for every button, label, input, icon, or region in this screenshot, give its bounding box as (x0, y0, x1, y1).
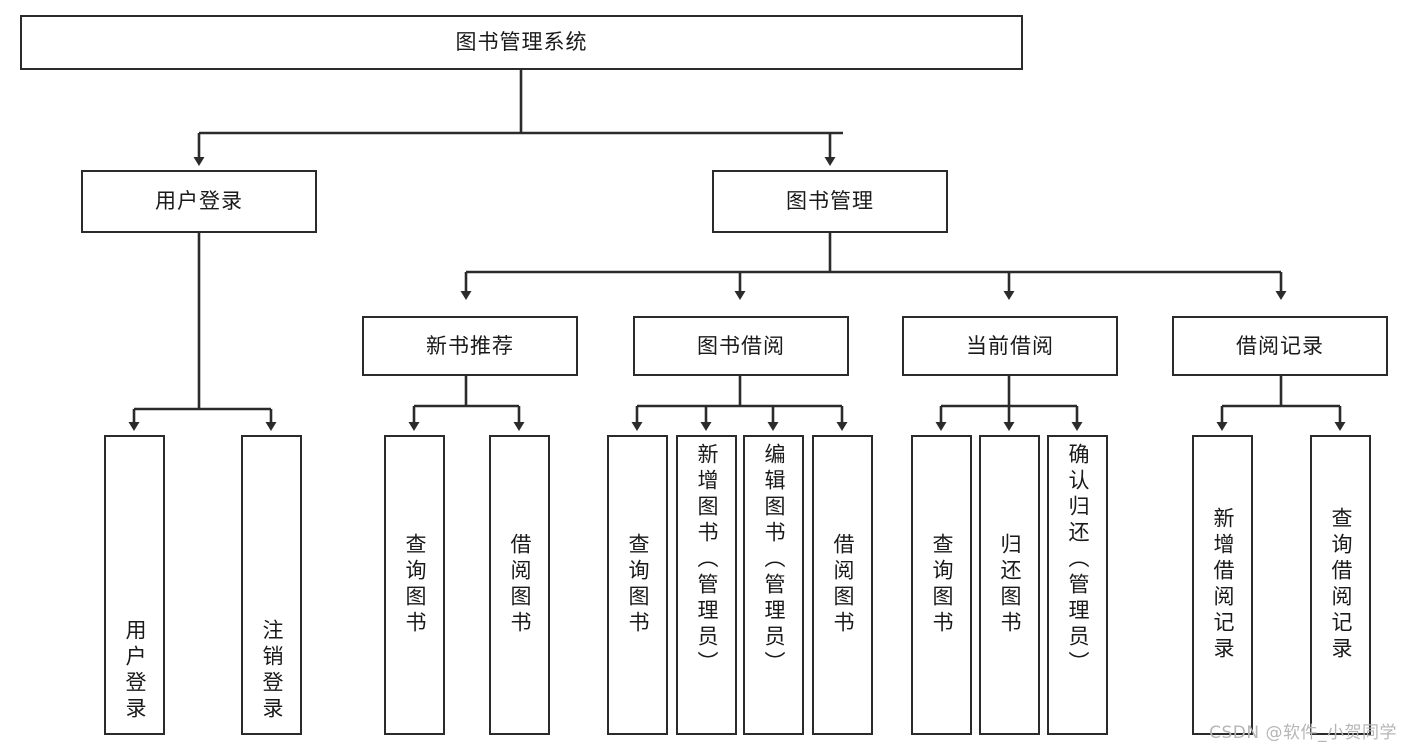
leaf-edit-book-label: 编辑图书（管理员） (762, 443, 786, 677)
leaf-return-book[interactable]: 归还图书 (979, 435, 1040, 735)
node-current-borrow[interactable]: 当前借阅 (902, 316, 1118, 376)
node-book-manage-label: 图书管理 (786, 189, 874, 214)
leaf-return-book-label: 归还图书 (998, 533, 1022, 637)
leaf-add-record[interactable]: 新增借阅记录 (1192, 435, 1253, 735)
leaf-confirm-return-label: 确认归还（管理员） (1066, 443, 1090, 677)
node-borrow-record[interactable]: 借阅记录 (1172, 316, 1388, 376)
node-borrow-record-label: 借阅记录 (1236, 333, 1324, 358)
leaf-query-book-1-label: 查询图书 (403, 533, 427, 637)
leaf-borrow-book-2-label: 借阅图书 (831, 533, 855, 637)
leaf-add-book[interactable]: 新增图书（管理员） (676, 435, 737, 735)
leaf-logout-login-label: 注销登录 (260, 619, 284, 723)
leaf-borrow-book-1[interactable]: 借阅图书 (489, 435, 550, 735)
leaf-query-book-3[interactable]: 查询图书 (911, 435, 972, 735)
leaf-user-login[interactable]: 用户登录 (104, 435, 165, 735)
node-new-book-recommend-label: 新书推荐 (426, 333, 514, 358)
leaf-query-book-2[interactable]: 查询图书 (607, 435, 668, 735)
node-book-borrow[interactable]: 图书借阅 (633, 316, 849, 376)
leaf-add-book-label: 新增图书（管理员） (695, 443, 719, 677)
node-user-login[interactable]: 用户登录 (81, 170, 317, 233)
leaf-query-book-1[interactable]: 查询图书 (384, 435, 445, 735)
leaf-confirm-return[interactable]: 确认归还（管理员） (1047, 435, 1108, 735)
leaf-edit-book[interactable]: 编辑图书（管理员） (743, 435, 804, 735)
node-book-manage[interactable]: 图书管理 (712, 170, 948, 233)
leaf-query-book-3-label: 查询图书 (930, 533, 954, 637)
node-root[interactable]: 图书管理系统 (20, 15, 1023, 70)
node-root-label: 图书管理系统 (455, 30, 588, 55)
leaf-borrow-book-1-label: 借阅图书 (508, 533, 532, 637)
node-current-borrow-label: 当前借阅 (966, 333, 1054, 358)
node-book-borrow-label: 图书借阅 (697, 333, 785, 358)
leaf-query-record[interactable]: 查询借阅记录 (1310, 435, 1371, 735)
leaf-user-login-label: 用户登录 (123, 619, 147, 723)
node-new-book-recommend[interactable]: 新书推荐 (362, 316, 578, 376)
leaf-logout-login[interactable]: 注销登录 (241, 435, 302, 735)
watermark-text: CSDN @软件_小贺同学 (1209, 723, 1397, 743)
leaf-add-record-label: 新增借阅记录 (1211, 507, 1235, 663)
node-user-login-label: 用户登录 (155, 189, 243, 214)
leaf-query-book-2-label: 查询图书 (626, 533, 650, 637)
leaf-borrow-book-2[interactable]: 借阅图书 (812, 435, 873, 735)
leaf-query-record-label: 查询借阅记录 (1329, 507, 1353, 663)
